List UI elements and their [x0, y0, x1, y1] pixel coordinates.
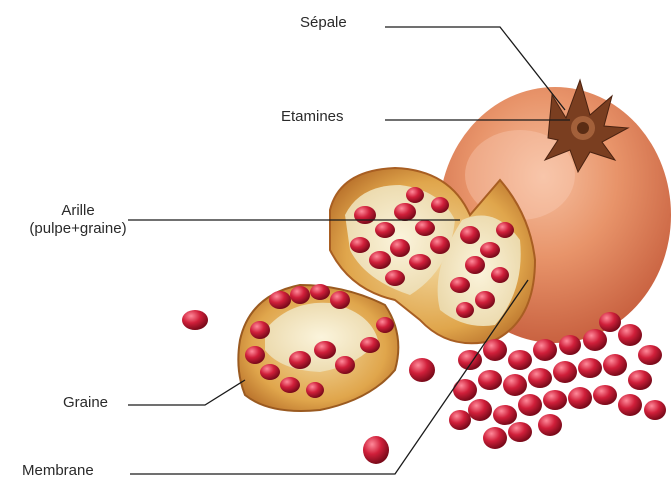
leader-graine	[128, 380, 245, 405]
label-graine: Graine	[63, 394, 108, 412]
label-arille-line1: Arille	[14, 202, 142, 220]
label-arille: Arille (pulpe+graine)	[14, 202, 142, 238]
label-sepale: Sépale	[300, 14, 347, 32]
label-membrane: Membrane	[22, 462, 94, 480]
label-arille-line2: (pulpe+graine)	[14, 220, 142, 238]
label-etamines: Etamines	[281, 108, 344, 126]
